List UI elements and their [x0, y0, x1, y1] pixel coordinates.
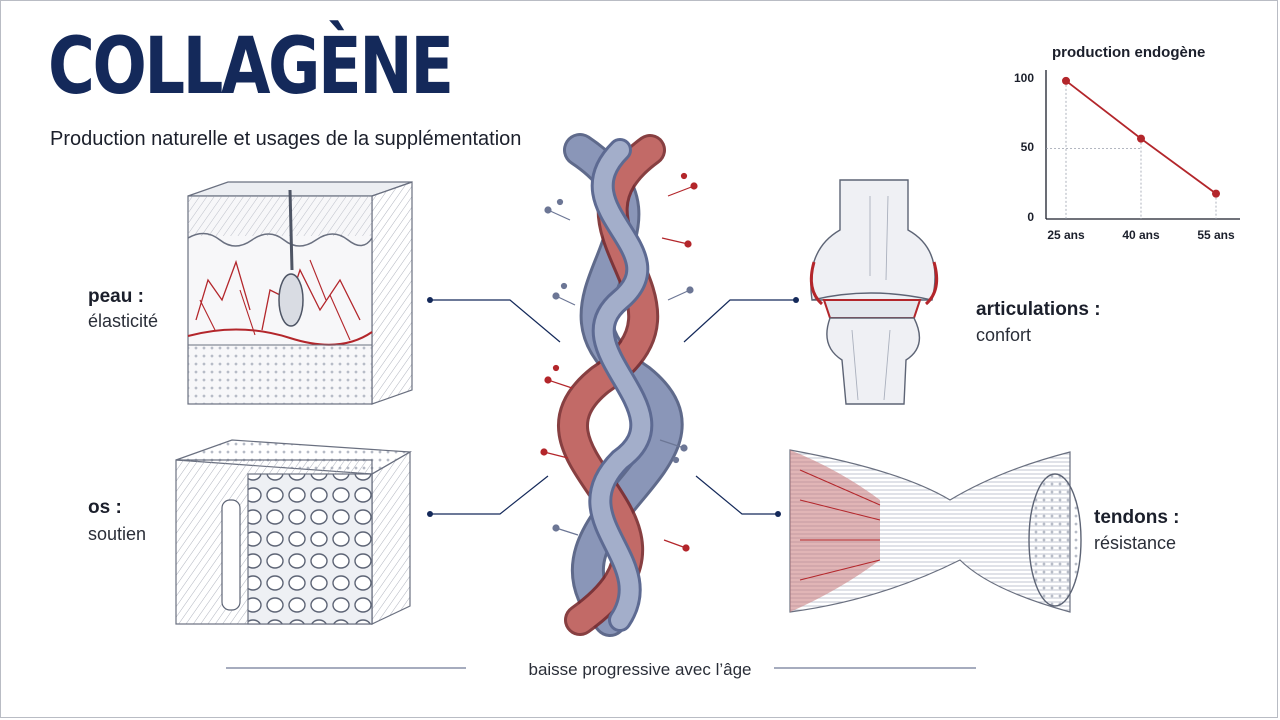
x-tick-label-40: 40 ans	[1122, 228, 1160, 242]
connector-dot-tendons	[775, 511, 781, 517]
connector-dot-joints	[793, 297, 799, 303]
y-tick-label-0: 0	[1027, 210, 1034, 224]
connector-lines	[430, 299, 796, 515]
footer-caption: baisse progressive avec l’âge	[528, 660, 752, 679]
label-joints-sub: confort	[976, 325, 1032, 345]
collagen-helix-illustration	[540, 133, 698, 637]
data-point-25-ans	[1062, 76, 1070, 85]
skin-illustration	[187, 181, 413, 405]
knee-joint-illustration	[809, 179, 939, 405]
label-tendons-title: tendons :	[1094, 507, 1180, 528]
y-tick-label-100: 100	[1014, 71, 1034, 85]
label-skin-title: peau :	[88, 286, 144, 307]
x-tick-label-25: 25 ans	[1047, 228, 1085, 242]
label-tendons-sub: résistance	[1094, 533, 1177, 553]
y-tick-label-50: 50	[1021, 140, 1035, 154]
chart-title: production endogène	[1052, 44, 1206, 61]
data-point-55-ans	[1212, 189, 1220, 198]
label-joints-title: articulations :	[976, 299, 1101, 320]
connector-dot-skin	[427, 297, 433, 303]
tendon-illustration	[789, 449, 1082, 613]
label-bone-sub: soutien	[88, 524, 147, 544]
page-title: COLLAGÈNE	[48, 22, 454, 112]
label-skin-sub: élasticité	[88, 311, 159, 331]
data-point-40-ans	[1137, 134, 1145, 143]
x-tick-label-55: 55 ans	[1197, 228, 1235, 242]
label-bone-title: os :	[88, 497, 122, 518]
page-subtitle: Production naturelle et usages de la sup…	[50, 128, 522, 150]
bone-illustration	[175, 439, 413, 625]
connector-dot-bone	[427, 511, 433, 517]
line-chart: 100 50 0 25 ans 40 ans 55 ans	[1014, 70, 1240, 242]
